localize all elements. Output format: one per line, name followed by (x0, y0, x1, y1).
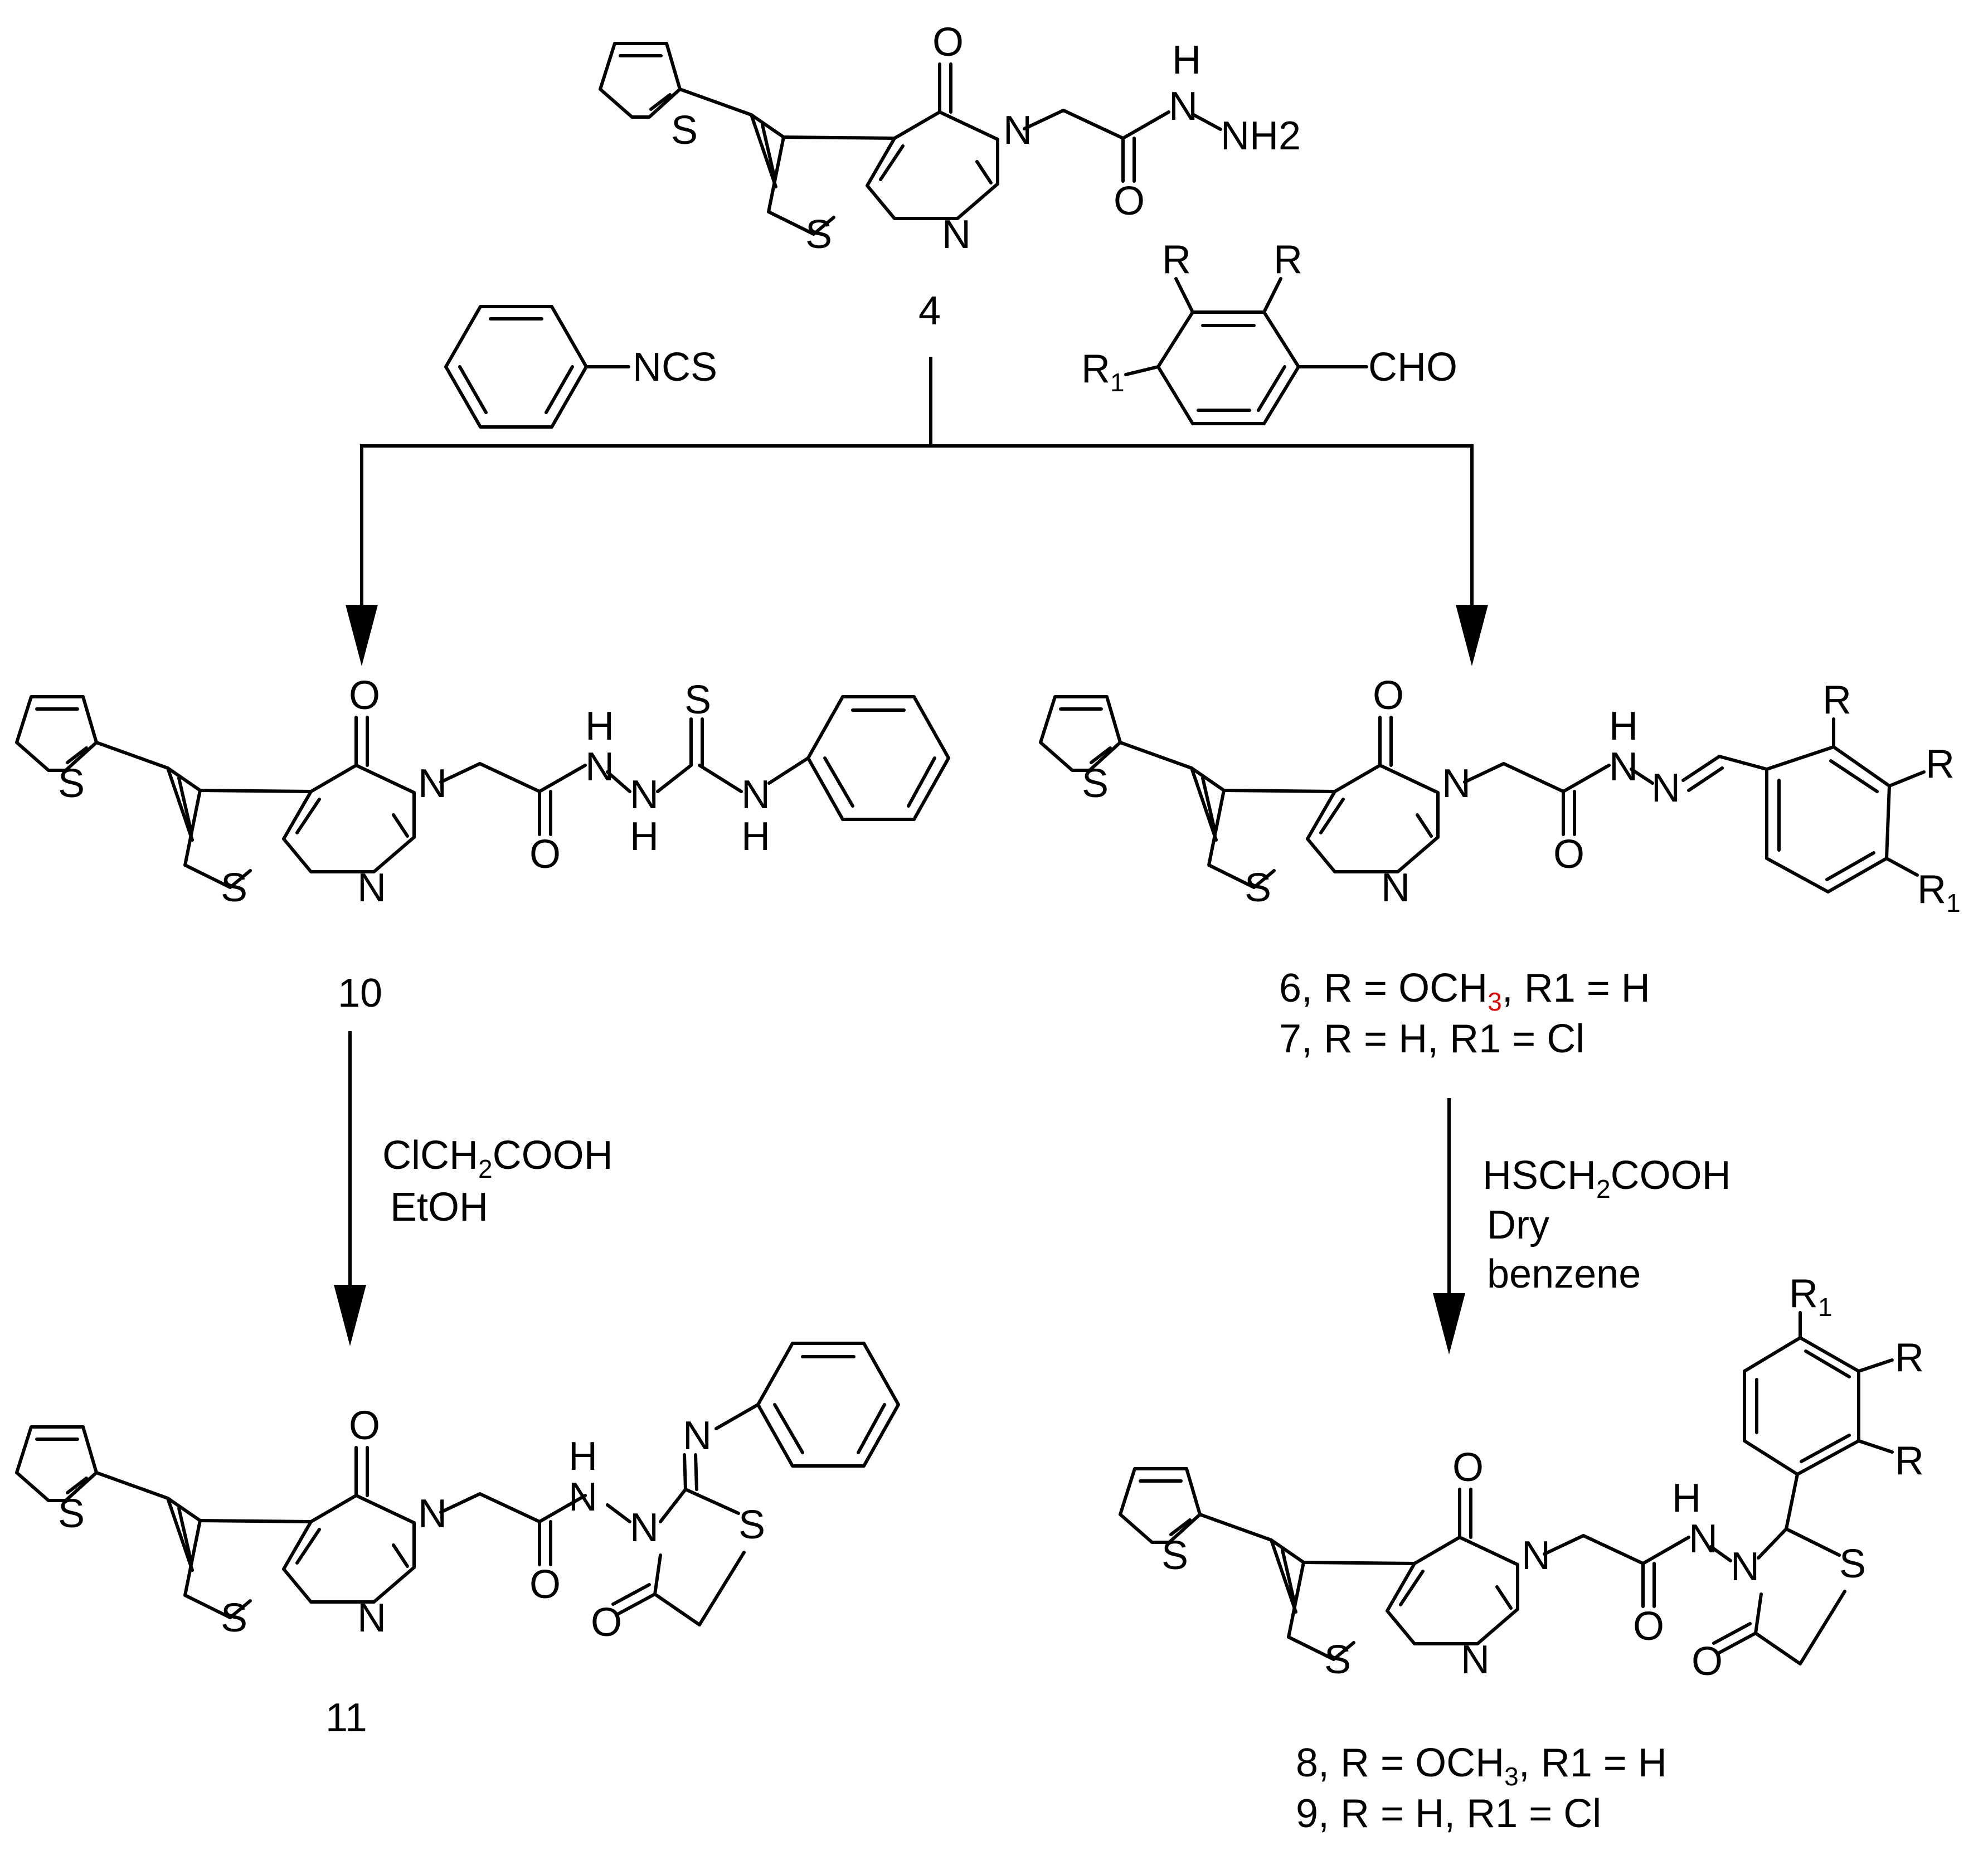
step-arrows (334, 1031, 1465, 1354)
compound-10-structure (15, 695, 950, 889)
compound-11-structure (15, 1342, 900, 1626)
atom-n: N (630, 1506, 659, 1550)
reagent-cho: CHO (1368, 345, 1457, 390)
atom-s: S (58, 1492, 85, 1536)
compound-4-structure (599, 42, 1222, 236)
atom-r: R (1895, 1336, 1924, 1380)
atom-r: R (1926, 742, 1955, 786)
atom-n: N (1169, 84, 1198, 129)
compound-4-label: 4 (918, 289, 941, 333)
compound-6-7-structure (1039, 695, 1926, 893)
atom-h: H (568, 1434, 597, 1479)
compound-11-label: 11 (325, 1696, 367, 1740)
atom-s: S (221, 1596, 247, 1640)
atom-r: R (1162, 237, 1191, 282)
atom-s: S (1839, 1542, 1866, 1586)
atom-nh2: NH2 (1221, 114, 1301, 158)
atom-h: H (630, 814, 659, 859)
atom-o: O (1553, 832, 1584, 877)
atom-n: N (1381, 866, 1410, 910)
atom-n: N (1689, 1517, 1718, 1561)
phenyl-isothiocyanate-structure (444, 305, 630, 429)
atom-o: O (349, 673, 380, 718)
atom-o: O (1114, 179, 1145, 224)
reagent-dry: Dry (1487, 1203, 1549, 1247)
atom-h: H (1609, 704, 1638, 749)
atom-n: N (568, 1475, 597, 1519)
benzaldehyde-structure (1124, 277, 1368, 425)
compound-10-label: 10 (338, 971, 382, 1016)
atom-n: N (1522, 1533, 1550, 1578)
atom-n: N (942, 212, 971, 257)
atom-n: N (1651, 766, 1680, 810)
compound-8-9-structure (1119, 1311, 1894, 1665)
atom-s: S (1324, 1638, 1351, 1682)
atom-s: S (58, 761, 85, 806)
compound-8-label: 8, R = OCH3, R1 = H (1296, 1741, 1667, 1791)
atom-s: S (1161, 1533, 1188, 1578)
atom-n: N (418, 761, 447, 806)
atom-o: O (1633, 1604, 1664, 1649)
atom-r1: R1 (1081, 347, 1125, 397)
atom-n: N (418, 1492, 447, 1536)
atom-h: H (1172, 38, 1201, 82)
atom-s: S (684, 678, 711, 722)
compound-7-label: 7, R = H, R1 = Cl (1279, 1017, 1584, 1061)
atom-o: O (1452, 1445, 1484, 1490)
atom-s: S (738, 1503, 765, 1547)
atom-n: N (357, 866, 386, 910)
compound-6-label: 6, R = OCH3, R1 = H (1279, 966, 1650, 1016)
reagent-clch2cooh: ClCH2COOH (382, 1133, 613, 1183)
branch-arrows (346, 357, 1488, 666)
atom-h: H (741, 814, 770, 859)
atom-r: R (1274, 237, 1302, 282)
atom-o: O (591, 1600, 622, 1645)
reagent-benzene: benzene (1487, 1252, 1641, 1296)
atom-s: S (805, 212, 832, 257)
atom-n: N (357, 1596, 386, 1640)
atom-n: N (1003, 108, 1032, 153)
atom-o: O (1691, 1639, 1723, 1684)
atom-o: O (1373, 673, 1404, 718)
atom-r: R (1822, 678, 1851, 722)
compound-9-label: 9, R = H, R1 = Cl (1296, 1791, 1601, 1836)
atom-n: N (1731, 1545, 1759, 1589)
reagent-hsch2cooh: HSCH2COOH (1483, 1153, 1731, 1203)
atom-n: N (683, 1414, 712, 1458)
atom-h: H (585, 704, 614, 749)
atom-s: S (1082, 761, 1109, 806)
atom-n: N (1609, 745, 1638, 789)
atom-s: S (1245, 866, 1271, 910)
atom-o: O (529, 832, 561, 877)
atom-n: N (741, 773, 770, 817)
reagent-etoh: EtOH (390, 1185, 488, 1230)
atom-r: R (1895, 1439, 1924, 1483)
atom-n: N (585, 745, 614, 789)
atom-n: N (1442, 761, 1471, 806)
atom-s: S (671, 108, 698, 153)
atom-o: O (932, 20, 964, 65)
atom-o: O (349, 1404, 380, 1448)
atom-s: S (221, 866, 247, 910)
atom-r1: R1 (1789, 1271, 1833, 1322)
atom-n: N (1461, 1638, 1490, 1682)
atom-n: N (630, 773, 659, 817)
reagent-ncs: NCS (633, 345, 717, 390)
atom-r1: R1 (1917, 867, 1961, 917)
atom-o: O (529, 1562, 561, 1607)
atom-h: H (1672, 1476, 1701, 1521)
